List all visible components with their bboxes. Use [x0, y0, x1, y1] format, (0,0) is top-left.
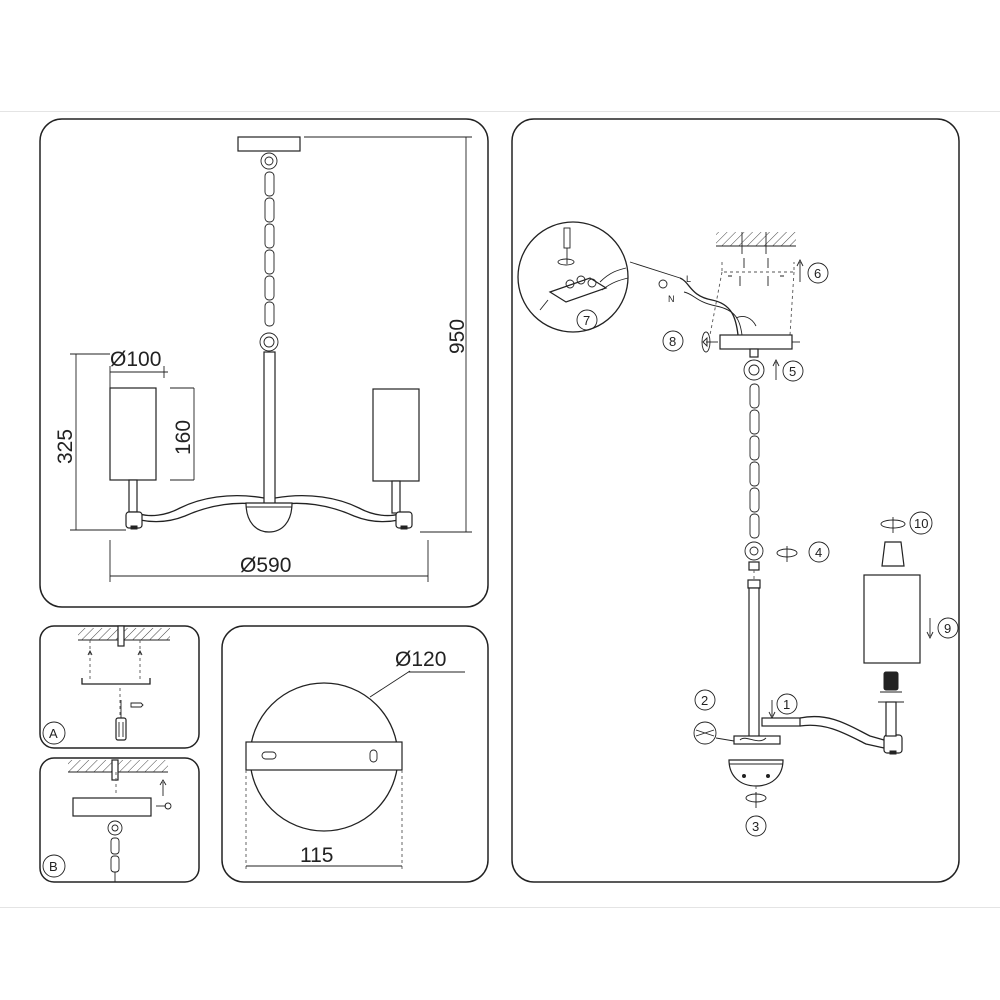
ground-icon [658, 279, 668, 289]
lamp-socket [883, 671, 899, 691]
rod [263, 351, 276, 505]
left-arm [139, 494, 265, 517]
assembly-shade [863, 574, 921, 664]
wire-l-label: L [686, 274, 691, 284]
canopy-plate [72, 797, 152, 817]
mounting-bracket [245, 741, 403, 771]
assembly-panel: 6 8 L N [511, 118, 960, 883]
total-height-label: 950 [446, 319, 469, 354]
step-b-label: B [49, 859, 58, 874]
mounting-step-b-panel: B [39, 757, 200, 883]
mounting-step-a-panel: A [39, 625, 200, 749]
assembly-arm [799, 716, 885, 741]
right-arm [274, 494, 400, 517]
shade-height-label: 160 [172, 420, 195, 455]
chain [259, 171, 279, 352]
fixture-height-label: 325 [54, 429, 77, 464]
dimensions-panel: Ø100 160 325 950 Ø590 [39, 118, 489, 608]
assembly-chain [744, 383, 764, 561]
terminal-block [548, 277, 608, 303]
dowel-icon [130, 702, 144, 708]
span-diameter-label: Ø590 [240, 554, 291, 577]
screwdriver-icon [115, 717, 127, 741]
step-5-label: 5 [789, 364, 796, 379]
central-bowl [245, 502, 293, 533]
step-a-label: A [49, 726, 58, 741]
bottom-rule [0, 907, 1000, 908]
left-shade [109, 387, 157, 481]
canopy-diameter-label: Ø120 [395, 648, 446, 671]
wires [679, 277, 739, 336]
step-8-label: 8 [669, 334, 676, 349]
step-3-label: 3 [752, 819, 759, 834]
wiring-detail: 7 [517, 221, 629, 333]
lamp-stem [885, 701, 897, 737]
shade-diameter-label: Ø100 [110, 348, 161, 371]
step-6-label: 6 [814, 266, 821, 281]
bracket-length-label: 115 [300, 844, 333, 867]
step-4-label: 4 [815, 545, 822, 560]
canopy [237, 136, 301, 152]
step-10-label: 10 [914, 516, 928, 531]
canopy-detail-panel: Ø120 115 [221, 625, 489, 883]
step-9-label: 9 [944, 621, 951, 636]
step-7-label: 7 [583, 313, 590, 328]
right-shade [372, 388, 420, 482]
assembly-canopy [719, 334, 793, 350]
ceiling [716, 232, 796, 246]
step-2-label: 2 [701, 693, 708, 708]
wire-n-label: N [668, 294, 675, 304]
wiring-closeup [693, 721, 717, 745]
assembly-rod [748, 587, 760, 739]
step-1-label: 1 [783, 697, 790, 712]
shade-ring [881, 541, 905, 567]
top-rule [0, 111, 1000, 112]
